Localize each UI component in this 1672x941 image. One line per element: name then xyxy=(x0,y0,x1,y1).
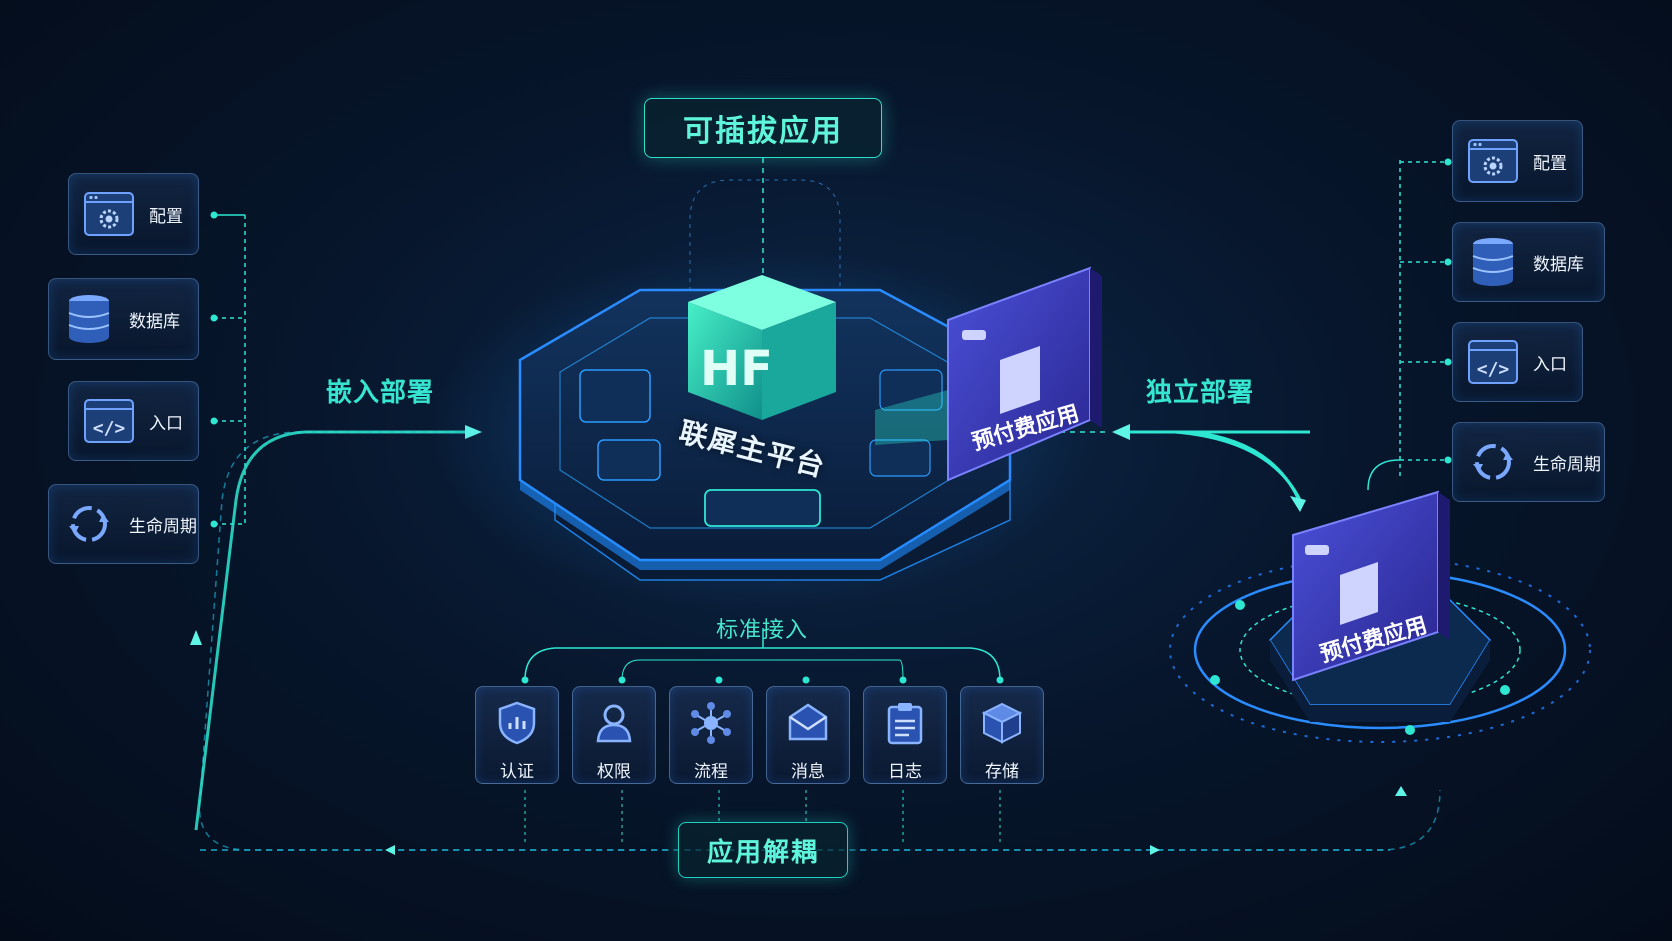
service-label: 消息 xyxy=(791,762,825,782)
storage-box-icon xyxy=(980,701,1024,749)
shield-icon xyxy=(496,701,538,749)
left-card-config: 配置 xyxy=(68,173,199,255)
app-decouple-box: 应用解耦 xyxy=(678,822,848,878)
right-card-label: 生命周期 xyxy=(1533,454,1601,475)
database-icon xyxy=(63,295,115,343)
cube-logo-letters: HF xyxy=(700,341,773,397)
standard-access-label: 标准接入 xyxy=(716,618,809,643)
right-card-config: 配置 xyxy=(1452,120,1583,202)
gear-window-icon xyxy=(1467,137,1519,185)
flow-network-icon xyxy=(689,701,733,749)
code-icon: </> xyxy=(1467,338,1519,386)
lifecycle-icon xyxy=(63,500,115,548)
service-label: 存储 xyxy=(985,762,1019,782)
service-permission: 权限 xyxy=(572,686,656,784)
right-card-label: 配置 xyxy=(1533,153,1567,174)
embed-deploy-label: 嵌入部署 xyxy=(326,378,435,408)
service-log: 日志 xyxy=(863,686,947,784)
pluggable-app-title: 可插拔应用 xyxy=(644,98,882,158)
left-card-label: 配置 xyxy=(149,206,183,227)
left-card-lifecycle: 生命周期 xyxy=(48,484,199,564)
left-card-database: 数据库 xyxy=(48,278,199,360)
log-clipboard-icon xyxy=(885,701,925,749)
message-icon xyxy=(786,701,830,749)
right-card-entry: </> 入口 xyxy=(1452,322,1583,402)
standalone-deploy-label: 独立部署 xyxy=(1146,378,1255,408)
svg-text:</>: </> xyxy=(1477,359,1510,380)
service-auth: 认证 xyxy=(475,686,559,784)
gear-window-icon xyxy=(83,190,135,238)
left-card-label: 生命周期 xyxy=(129,516,197,537)
right-card-database: 数据库 xyxy=(1452,222,1605,302)
database-icon xyxy=(1467,238,1519,286)
svg-text:</>: </> xyxy=(93,418,126,439)
right-card-label: 入口 xyxy=(1533,354,1567,375)
service-storage: 存储 xyxy=(960,686,1044,784)
service-label: 认证 xyxy=(500,762,534,782)
user-permission-icon xyxy=(593,701,635,749)
right-card-label: 数据库 xyxy=(1533,254,1584,275)
right-card-lifecycle: 生命周期 xyxy=(1452,422,1605,502)
left-card-label: 数据库 xyxy=(129,311,180,332)
service-flow: 流程 xyxy=(669,686,753,784)
service-label: 日志 xyxy=(888,762,922,782)
service-label: 权限 xyxy=(597,762,631,782)
left-card-entry: </> 入口 xyxy=(68,381,199,461)
left-card-label: 入口 xyxy=(149,413,183,434)
code-icon: </> xyxy=(83,397,135,445)
service-message: 消息 xyxy=(766,686,850,784)
service-label: 流程 xyxy=(694,762,728,782)
lifecycle-icon xyxy=(1467,438,1519,486)
